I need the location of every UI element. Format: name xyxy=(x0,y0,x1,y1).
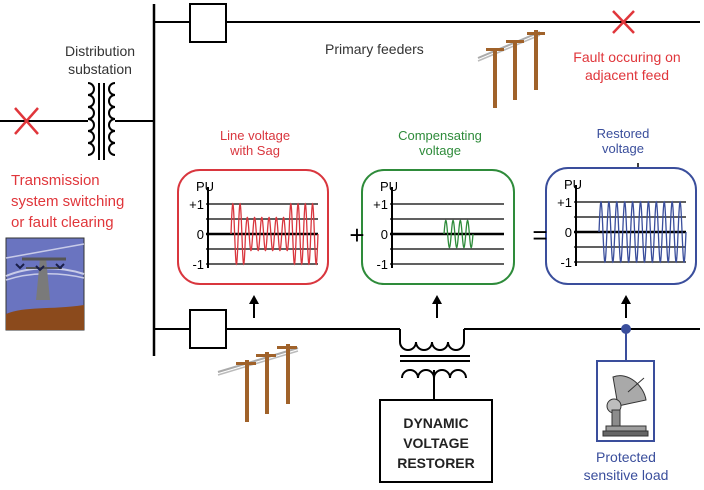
transmission-fault-x-icon xyxy=(14,107,39,135)
panel-title-comp-1: Compensating xyxy=(398,128,482,143)
protected-load-label-2: sensitive load xyxy=(584,467,669,483)
compensation-arrow-icon xyxy=(432,295,442,318)
substation-label-2: substation xyxy=(68,61,132,77)
satellite-dish-icon xyxy=(602,375,649,437)
adjacent-fault-x-icon xyxy=(612,10,635,34)
y-axis-label-sag: PU xyxy=(196,179,214,194)
series-injection-transformer-icon xyxy=(399,329,470,400)
tick-label-restored-2: -1 xyxy=(560,255,572,270)
primary-feeders-label: Primary feeders xyxy=(325,41,424,57)
tick-label-comp-1: 0 xyxy=(381,227,388,242)
restored-measure-arrow-icon xyxy=(621,295,631,318)
top-feeder-breaker xyxy=(189,3,227,43)
y-axis-label-comp: PU xyxy=(380,179,398,194)
panel-frame-comp xyxy=(361,169,515,285)
panel-title-restored-1: Restored xyxy=(597,126,650,141)
dvr-label-3: RESTORER xyxy=(397,455,475,471)
panel-title-restored-2: voltage xyxy=(602,141,644,156)
y-axis-label-restored: PU xyxy=(564,177,582,192)
utility-poles-bottom-icon xyxy=(217,344,299,422)
protected-load-label-1: Protected xyxy=(596,449,656,465)
tick-label-comp-0: +1 xyxy=(373,197,388,212)
panel-title-sag-1: Line voltage xyxy=(220,128,290,143)
transmission-label-3: or fault clearing xyxy=(11,214,114,231)
plus-operator: + xyxy=(349,220,364,250)
waveform-sag xyxy=(230,202,319,266)
dvr-label-2: VOLTAGE xyxy=(403,435,469,451)
transmission-tower-icon xyxy=(5,237,85,331)
dvr-box xyxy=(379,399,493,483)
transmission-label-2: system switching xyxy=(11,193,124,210)
panel-title-comp-2: voltage xyxy=(419,143,461,158)
tick-label-restored-0: +1 xyxy=(557,195,572,210)
tick-label-sag-0: +1 xyxy=(189,197,204,212)
utility-poles-top-icon xyxy=(477,30,545,108)
dvr-label-1: DYNAMIC xyxy=(403,415,468,431)
substation-transformer-icon xyxy=(87,82,116,160)
substation-label-1: Distribution xyxy=(65,43,135,59)
tick-label-comp-2: -1 xyxy=(376,257,388,272)
fault-adjacent-label-2: adjacent feed xyxy=(585,67,669,83)
equals-operator: = xyxy=(532,220,547,250)
panel-frame-restored xyxy=(545,167,697,285)
tick-label-sag-2: -1 xyxy=(192,257,204,272)
transmission-label-1: Transmission xyxy=(11,172,100,189)
sag-measure-arrow-icon xyxy=(249,295,259,318)
fault-adjacent-label-1: Fault occuring on xyxy=(573,49,680,65)
waveform-comp xyxy=(443,219,474,249)
bottom-feeder-breaker xyxy=(189,309,227,349)
tick-label-sag-1: 0 xyxy=(197,227,204,242)
panel-title-sag-2: with Sag xyxy=(229,143,280,158)
tick-label-restored-1: 0 xyxy=(565,225,572,240)
waveform-restored xyxy=(598,200,687,264)
